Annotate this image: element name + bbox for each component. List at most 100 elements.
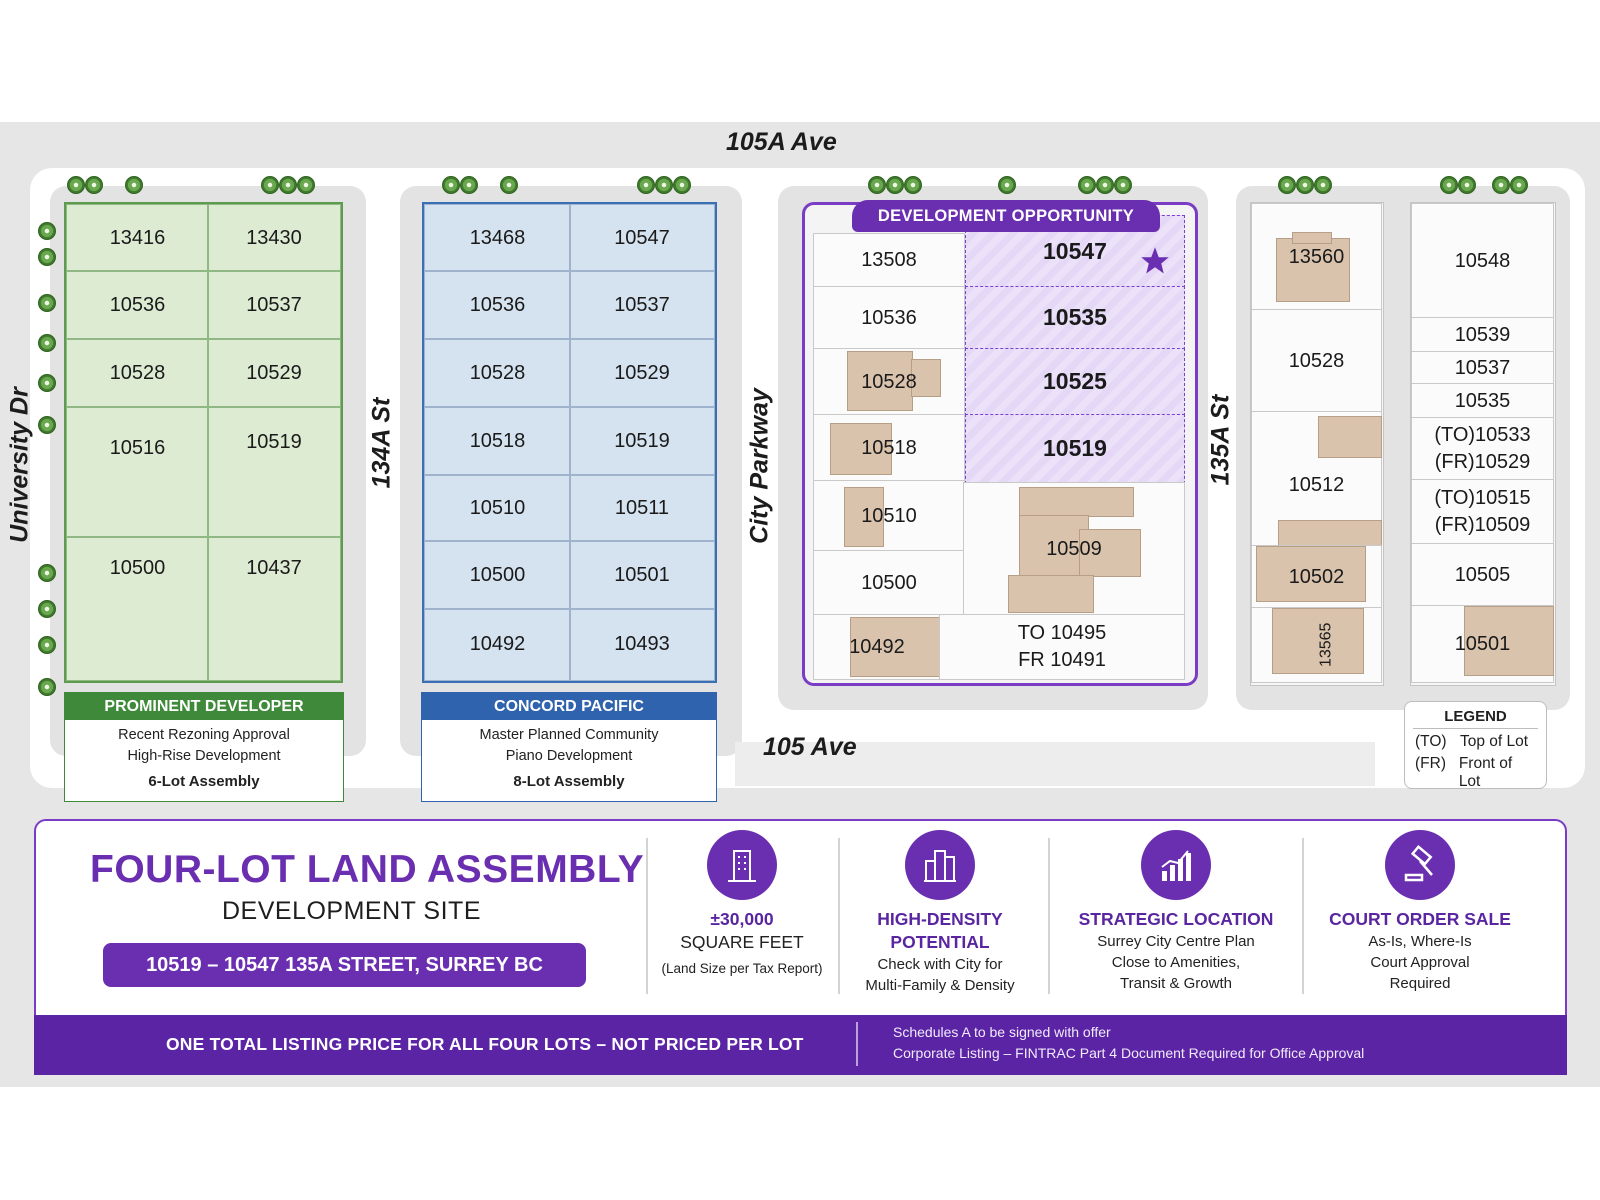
lot-10548[interactable]: 10548	[1411, 203, 1554, 319]
card-assembly-count: 8-Lot Assembly	[513, 773, 625, 790]
street-105-ave: 105 Ave	[763, 733, 857, 761]
tree-icon	[1314, 176, 1332, 194]
subject-lot-10525[interactable]: 10525	[965, 348, 1185, 416]
lot-10500[interactable]: 10500	[424, 540, 571, 610]
lot-10509[interactable]: 10509	[1046, 537, 1102, 560]
lot-13560[interactable]: 13560	[1288, 245, 1345, 268]
building-footprint	[1272, 608, 1364, 674]
lot-10533-10529[interactable]: (TO)10533 (FR)10529	[1411, 417, 1554, 481]
lot-10501[interactable]: 10501	[569, 540, 715, 610]
south-road-strip	[735, 742, 1375, 786]
tree-icon	[637, 176, 655, 194]
panel-divider	[1048, 838, 1050, 994]
lot-13430[interactable]: 13430	[207, 204, 341, 272]
lot-10495-10491[interactable]: TO 10495 FR 10491	[939, 614, 1185, 680]
panel-divider	[646, 838, 648, 994]
lot-10529[interactable]: 10529	[569, 338, 715, 408]
bar-divider	[856, 1022, 858, 1066]
development-opportunity-banner: DEVELOPMENT OPPORTUNITY	[852, 200, 1160, 232]
subject-lot-10535[interactable]: 10535	[965, 286, 1185, 350]
building-footprint	[830, 423, 892, 475]
lot-10537[interactable]: 10537	[569, 270, 715, 340]
bar-note: Corporate Listing – FINTRAC Part 4 Docum…	[893, 1045, 1365, 1061]
lot-10536[interactable]: 10536	[424, 270, 571, 340]
lot-10536[interactable]: 10536	[66, 270, 209, 340]
lot-13508[interactable]: 13508	[813, 233, 965, 288]
lot-10528[interactable]: 10528	[861, 370, 917, 393]
lot-10516[interactable]: 10516	[66, 406, 209, 538]
lot-front-label: (FR)10529	[1434, 451, 1531, 473]
lot-10500[interactable]: 10500	[813, 550, 965, 616]
lot-10501[interactable]: 10501	[1454, 632, 1511, 655]
lot-10510[interactable]: 10510	[861, 504, 917, 527]
lot-13565-cell: 13565	[1251, 607, 1382, 683]
lot-10519[interactable]: 10519	[207, 406, 341, 538]
tree-icon	[655, 176, 673, 194]
lot-10536[interactable]: 10536	[813, 286, 965, 350]
lot-10511[interactable]: 10511	[569, 474, 715, 542]
lot-13560-cell: 13560	[1251, 203, 1382, 311]
street-university-dr: University Dr	[5, 387, 34, 543]
tree-icon	[904, 176, 922, 194]
building-footprint	[850, 617, 940, 677]
tree-icon	[1114, 176, 1132, 194]
lot-10492-cell: 10492	[813, 614, 941, 680]
lot-10493[interactable]: 10493	[569, 608, 715, 681]
feature-text: Transit & Growth	[1120, 975, 1232, 992]
lot-10547[interactable]: 10547	[569, 204, 715, 272]
building-footprint	[1318, 416, 1382, 458]
lot-10500[interactable]: 10500	[66, 536, 209, 681]
lot-10512[interactable]: 10512	[1288, 473, 1345, 496]
tree-icon	[38, 294, 56, 312]
lot-10537[interactable]: 10537	[1411, 351, 1554, 385]
lot-13565[interactable]: 13565	[1317, 622, 1335, 668]
lot-13416[interactable]: 13416	[66, 204, 209, 272]
lot-front-label: FR 10491	[1018, 649, 1106, 671]
pricing-statement: ONE TOTAL LISTING PRICE FOR ALL FOUR LOT…	[166, 1034, 804, 1054]
feature-text: Required	[1389, 975, 1451, 992]
tree-icon	[1440, 176, 1458, 194]
lot-10509-cell: 10509	[963, 482, 1185, 616]
lot-10518[interactable]: 10518	[424, 406, 571, 476]
feature-text: Check with City for	[877, 956, 1003, 973]
lot-10510[interactable]: 10510	[424, 474, 571, 542]
lot-13468[interactable]: 13468	[424, 204, 571, 272]
feature-heading: COURT ORDER SALE	[1329, 909, 1511, 929]
developer-card-prominent: PROMINENT DEVELOPER Recent Rezoning Appr…	[64, 692, 344, 802]
lot-10537[interactable]: 10537	[207, 270, 341, 340]
feature-text: Close to Amenities,	[1111, 954, 1241, 971]
lot-10518[interactable]: 10518	[861, 436, 917, 459]
lot-10535[interactable]: 10535	[1411, 383, 1554, 419]
card-title: CONCORD PACIFIC	[422, 693, 716, 720]
building-icon	[707, 830, 777, 900]
lot-10539[interactable]: 10539	[1411, 317, 1554, 353]
building-footprint	[911, 359, 941, 397]
lot-10528[interactable]: 10528	[66, 338, 209, 408]
lot-10505[interactable]: 10505	[1411, 543, 1554, 607]
lot-10519[interactable]: 10519	[569, 406, 715, 476]
lot-10529[interactable]: 10529	[207, 338, 341, 408]
building-footprint	[1019, 487, 1134, 517]
lot-10502[interactable]: 10502	[1288, 565, 1345, 588]
building-footprint	[1256, 546, 1366, 602]
tree-icon	[1458, 176, 1476, 194]
subject-lot-10519[interactable]: 10519	[965, 414, 1185, 484]
tree-icon	[1510, 176, 1528, 194]
tree-icon	[38, 636, 56, 654]
lot-10492[interactable]: 10492	[424, 608, 571, 681]
gavel-icon	[1385, 830, 1455, 900]
lot-10502-cell: 10502	[1251, 545, 1382, 609]
panel-subtitle: DEVELOPMENT SITE	[222, 897, 481, 925]
lot-10528[interactable]: 10528	[424, 338, 571, 408]
lot-10492[interactable]: 10492	[849, 635, 905, 658]
lot-10515-10509[interactable]: (TO)10515 (FR)10509	[1411, 479, 1554, 545]
feature-text: Court Approval	[1370, 954, 1470, 971]
lot-10528[interactable]: 10528	[1251, 309, 1382, 413]
city-towers-icon	[905, 830, 975, 900]
building-footprint	[1019, 515, 1089, 585]
lot-10437[interactable]: 10437	[207, 536, 341, 681]
lot-top-label: TO 10495	[1017, 622, 1107, 644]
feature-density: HIGH-DENSITY POTENTIAL Check with City f…	[848, 830, 1032, 996]
block-3-development-opportunity: 13508 10536 10528 10518 10510 10500 1049…	[802, 202, 1198, 686]
tree-icon	[886, 176, 904, 194]
